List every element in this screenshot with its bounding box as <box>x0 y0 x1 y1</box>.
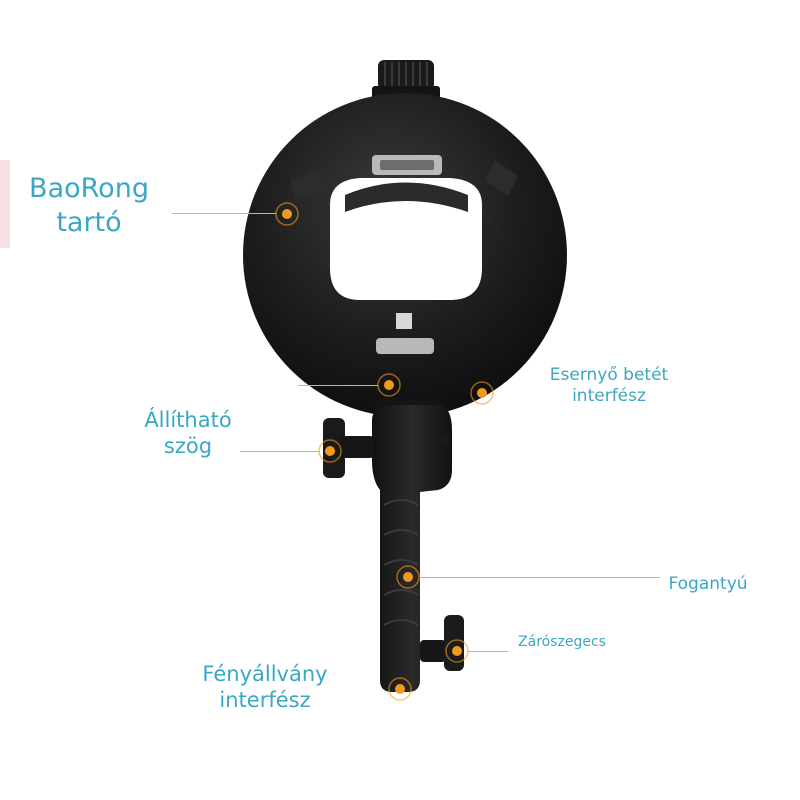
label-stand-line2: interfész <box>219 688 311 713</box>
marker-umbrella <box>470 381 494 405</box>
leader-handle <box>420 577 660 578</box>
label-stand-line1: Fényállvány <box>202 662 328 686</box>
handle-arm <box>372 405 452 692</box>
label-handle: Fogantyú <box>658 574 758 595</box>
label-holder: BaoRong tartó <box>14 172 164 240</box>
marker-handle <box>396 565 420 589</box>
label-umbrella: Esernyő betét interfész <box>534 365 684 408</box>
label-handle-line1: Fogantyú <box>668 574 748 594</box>
label-angle-line2: szög <box>163 434 213 459</box>
label-umbrella-line1: Esernyő betét <box>549 365 669 385</box>
marker-holder <box>275 202 299 226</box>
label-lock: Zárószegecs <box>510 634 614 652</box>
right-screw <box>436 433 450 447</box>
label-stand: Fényállvány interfész <box>190 661 340 714</box>
marker-stand <box>388 677 412 701</box>
leader-angle <box>240 451 320 452</box>
label-angle-line1: Állítható <box>144 408 232 432</box>
leader-holder <box>172 213 276 214</box>
label-lock-line1: Zárószegecs <box>518 634 606 650</box>
label-umbrella-line2: interfész <box>572 386 646 407</box>
lock-knob <box>420 615 464 671</box>
bowens-ring <box>243 93 567 417</box>
label-holder-line1: BaoRong <box>29 173 149 204</box>
marker-umbrella-inner <box>377 373 401 397</box>
left-edge-tint <box>0 160 10 248</box>
leader-umbrella-inner <box>298 385 378 386</box>
leader-lock <box>468 651 508 652</box>
label-holder-line2: tartó <box>56 206 122 238</box>
label-angle: Állítható szög <box>128 407 248 460</box>
